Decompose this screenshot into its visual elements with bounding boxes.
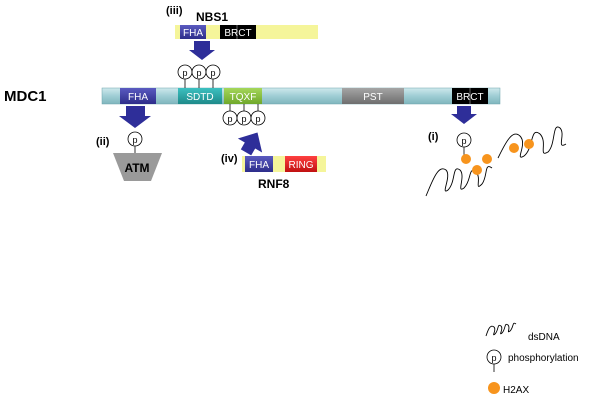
mdc1-fha-domain [120, 88, 156, 104]
h2ax-dot [472, 165, 482, 175]
nbs1-fha-domain [180, 25, 206, 39]
atm-shape [113, 153, 162, 181]
rnf8-fha-label: FHA [249, 160, 269, 171]
rnf8-ring-label: RING [289, 160, 314, 171]
rnf8-fha-domain [245, 156, 273, 172]
legend-dsdna-icon [485, 322, 517, 337]
phospho-symbol: p [255, 114, 260, 124]
rnf8-label: RNF8 [258, 177, 290, 191]
h2ax-step-label: (i) [428, 131, 439, 143]
mdc1-fha-label: FHA [128, 92, 148, 103]
nbs1-arrow [189, 41, 215, 60]
legend-h2ax-label: H2AX [503, 385, 529, 396]
h2ax-dot [461, 154, 471, 164]
phospho-symbol: p [491, 353, 496, 363]
phospho-symbol: p [196, 68, 201, 78]
phospho-symbol: p [461, 136, 466, 146]
h2ax-phospho: p [456, 132, 472, 156]
nbs1-brct-domain [220, 25, 256, 39]
phospho-symbol: p [227, 114, 232, 124]
nbs1-fha-label: FHA [183, 28, 203, 39]
rnf8-step-label: (iv) [221, 153, 238, 165]
mdc1-backbone [101, 87, 501, 105]
atm-arrow [119, 106, 151, 128]
nbs1-label: NBS1 [196, 10, 228, 24]
phospho-symbol: p [132, 135, 137, 145]
legend: dsDNA p phosphorylation H2AX [485, 322, 579, 396]
dsdna-coil-left [425, 166, 493, 197]
dsdna-coil-right [497, 126, 567, 159]
h2ax-arrow [451, 106, 477, 124]
atm-step-label: (ii) [96, 136, 110, 148]
legend-h2ax-icon [488, 382, 500, 394]
phospho-symbol: p [210, 68, 215, 78]
atm-phospho: p [127, 131, 143, 153]
sdtd-phospho-group: p p p [177, 64, 221, 88]
nbs1-brct-label: BRCT [224, 28, 251, 39]
phospho-symbol: p [182, 68, 187, 78]
rnf8-arrow [237, 132, 263, 156]
h2ax-dot [482, 154, 492, 164]
mdc1-label: MDC1 [4, 88, 47, 105]
legend-dsdna-label: dsDNA [528, 332, 560, 343]
mdc1-brct-label: BRCT [456, 92, 483, 103]
legend-phosphorylation-label: phosphorylation [508, 353, 579, 364]
nbs1-step-label: (iii) [166, 5, 183, 17]
h2ax-dot [509, 143, 519, 153]
pst-domain [342, 88, 404, 104]
sdtd-domain [178, 88, 222, 104]
rnf8-ring-domain [285, 156, 317, 172]
phospho-symbol: p [241, 114, 246, 124]
h2ax-dot [524, 139, 534, 149]
atm-label: ATM [124, 161, 149, 175]
sdtd-label: SDTD [186, 92, 213, 103]
tqxf-label: TQXF [230, 92, 257, 103]
tqxf-phospho-group: p p p [222, 104, 266, 126]
tqxf-domain [224, 88, 262, 104]
pst-label: PST [363, 92, 382, 103]
